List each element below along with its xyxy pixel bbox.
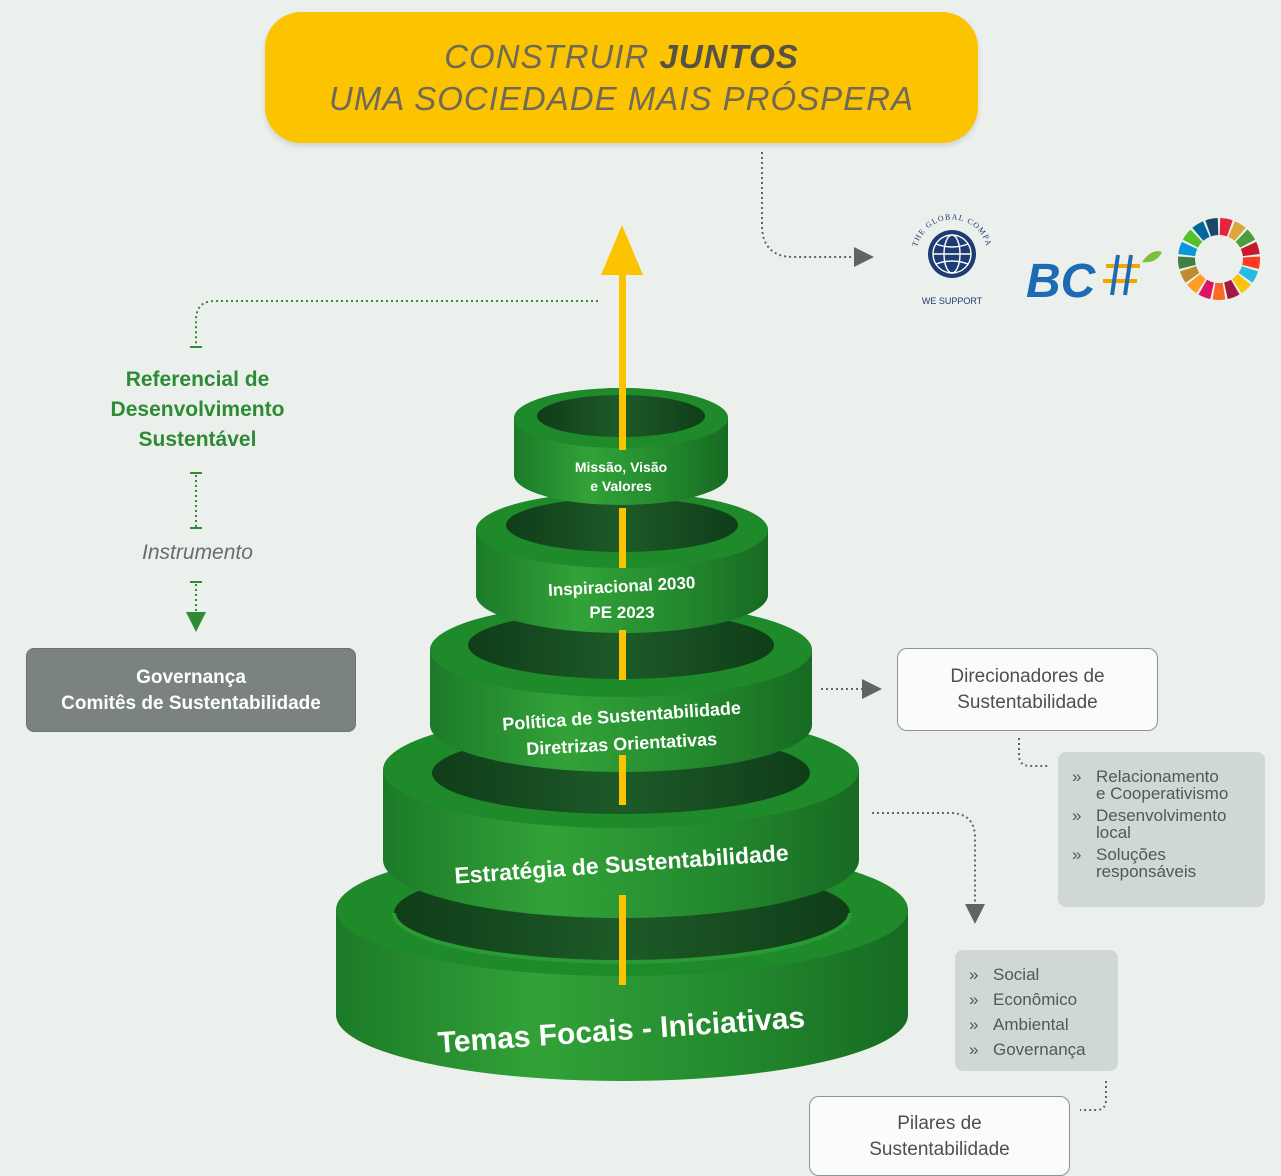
global-compact-ring-text: THE GLOBAL COMPACT (0, 0, 993, 248)
sdg-wheel-segment (1187, 274, 1206, 294)
direcionadores-box: Direcionadores de Sustentabilidade (897, 648, 1158, 731)
direcionadores-title-line2: Sustentabilidade (957, 692, 1098, 713)
pilares-box: Pilares de Sustentabilidade (809, 1096, 1070, 1176)
list-item: Governança (955, 1041, 1118, 1058)
ring1-label-1: Missão, Visão (575, 459, 667, 475)
connectors (761, 152, 1107, 1111)
sdg-wheel-segment (1228, 221, 1246, 241)
sdg-wheel-segment (1212, 282, 1226, 300)
global-compact-caption: WE SUPPORT (922, 296, 983, 306)
left-connectors (186, 300, 598, 632)
sdg-wheel-segment (1178, 241, 1198, 257)
sdg-wheel-segment (1232, 274, 1251, 294)
arrow-to-referencial-connector (195, 300, 598, 345)
referencial-line3: Sustentável (138, 428, 257, 451)
sdg-wheel-segment (1235, 229, 1256, 248)
pilares-list: Social Econômico Ambiental Governança (955, 950, 1118, 1071)
referencial-line2: Desenvolvimento (110, 398, 285, 421)
instrumento-label: Instrumento (142, 541, 253, 564)
sdg-wheel-segment (1224, 279, 1240, 300)
leaf-icon (1142, 251, 1162, 263)
globe-icon (932, 234, 972, 274)
sdg-wheel-segment (1179, 266, 1200, 283)
referencial-line1: Referencial de (125, 368, 270, 391)
list-item: Social (955, 966, 1118, 983)
sdg-wheel-segment (1178, 256, 1196, 270)
vision-banner: CONSTRUIR JUNTOS UMA SOCIEDADE MAIS PRÓS… (265, 12, 978, 143)
sdg-wheel-segment (1238, 266, 1259, 283)
global-compact-logo: THE GLOBAL COMPACT WE SUPPORT (0, 0, 994, 306)
governanca-line1: Governança (136, 667, 246, 688)
bc-logo-text: BC (1026, 255, 1097, 308)
referencial-label: Referencial de Desenvolvimento Sustentáv… (60, 365, 335, 455)
banner-line1-prefix: CONSTRUIR (444, 38, 660, 75)
governanca-box: Governança Comitês de Sustentabilidade (26, 648, 356, 732)
list-item: Ambiental (955, 1016, 1118, 1033)
list-item: Econômico (955, 991, 1118, 1008)
ring1-label-2: e Valores (590, 478, 652, 494)
direcionadores-title-line1: Direcionadores de (950, 666, 1105, 687)
sdg-wheel-segment (1182, 229, 1203, 248)
sdg-wheel-segment (1205, 218, 1219, 237)
ring2-label-2: PE 2023 (589, 603, 654, 622)
sdg-wheel-segment (1240, 241, 1260, 257)
arrow-head-icon (601, 225, 643, 275)
growth-arrow (601, 225, 643, 985)
direcionadores-to-list-connector (1018, 738, 1048, 767)
pilares-list-to-title-connector (1080, 1081, 1107, 1111)
banner-to-logos-connector (761, 152, 874, 267)
sdg-wheel-segment (1198, 279, 1214, 300)
sdg-wheel-segment (1219, 218, 1233, 237)
sdg-wheel-segment (1242, 256, 1260, 270)
svg-text:THE GLOBAL COMPACT: THE GLOBAL COMPACT (0, 0, 994, 248)
banner-line1-bold: JUNTOS (659, 38, 799, 75)
hash-icon (1103, 254, 1140, 296)
sdg-wheel-segment (1192, 221, 1210, 241)
sdg-wheel-icon (1178, 218, 1260, 300)
governanca-line2: Comitês de Sustentabilidade (61, 693, 321, 714)
pilares-title-line1: Pilares de (897, 1113, 982, 1134)
banner-line2: UMA SOCIEDADE MAIS PRÓSPERA (328, 80, 915, 117)
bc-logo: BC (1026, 251, 1162, 308)
pilares-title-line2: Sustentabilidade (869, 1139, 1010, 1160)
